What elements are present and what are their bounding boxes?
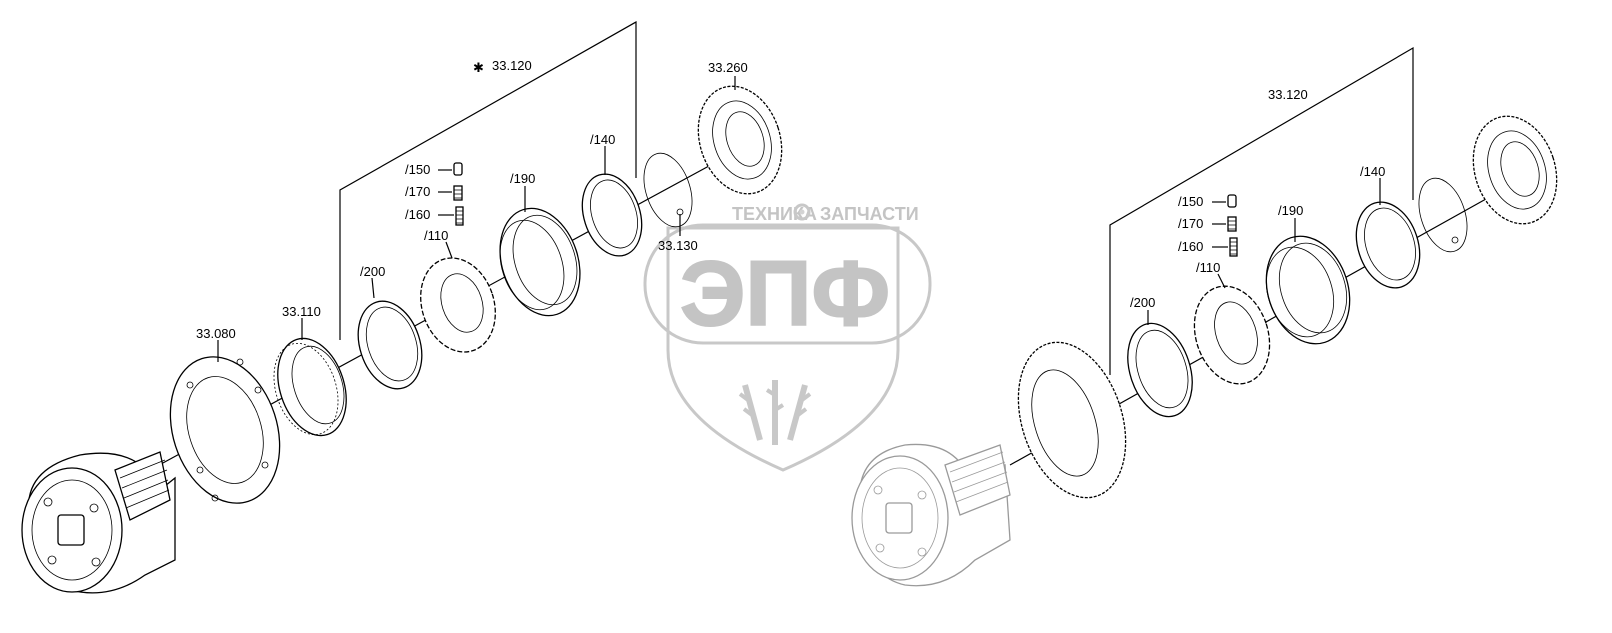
right-assembly: 33.120 /140 /190 /150 /170 /160 /110 /20…	[851, 46, 1558, 587]
right-hub-110	[1193, 285, 1271, 385]
left-ring-140	[581, 173, 643, 257]
left-label-33110: 33.110	[282, 304, 321, 319]
left-label-150: /150	[405, 162, 430, 177]
left-disc-33080	[169, 356, 281, 504]
right-snap-ring	[1418, 177, 1468, 253]
right-label-160: /160	[1178, 239, 1203, 254]
right-label-assembly: 33.120	[1268, 87, 1308, 102]
left-output-flange	[21, 451, 176, 594]
right-label-140: /140	[1360, 164, 1385, 179]
left-assembly: ✱ 33.120 33.260 /140 33.130 /190 /150 /1…	[21, 20, 783, 594]
left-star-marker: ✱	[473, 60, 484, 75]
left-label-160: /160	[405, 207, 430, 222]
right-assembly-bracket	[1109, 46, 1414, 375]
left-leader-lines	[217, 76, 736, 362]
left-label-140: /140	[590, 132, 615, 147]
left-label-110: /110	[424, 228, 448, 243]
left-label-assembly: 33.120	[492, 58, 532, 73]
right-leader-lines	[1147, 178, 1381, 325]
left-sleeve-190	[499, 207, 581, 317]
left-label-170: /170	[405, 184, 430, 199]
watermark-logo-text: ЭПФ	[680, 243, 890, 345]
watermark-text-right: ЗАПЧАСТИ	[820, 204, 919, 224]
left-gear-33260	[697, 85, 783, 195]
right-ring-140	[1355, 201, 1421, 289]
left-detent-parts	[453, 162, 464, 226]
left-cone-33110	[273, 337, 347, 437]
gear-icon	[793, 203, 811, 221]
left-label-200: /200	[360, 264, 385, 279]
left-ring-200	[357, 300, 423, 390]
left-label-33130: 33.130	[658, 238, 698, 253]
right-gear	[1472, 115, 1558, 225]
right-label-150: /150	[1178, 194, 1203, 209]
watermark-text-left: ТЕХНИКА	[732, 204, 817, 224]
right-disc	[1017, 341, 1127, 499]
right-detent-parts	[1227, 194, 1238, 257]
right-ring-200	[1127, 322, 1193, 418]
right-label-110: /110	[1196, 260, 1220, 275]
left-hub-110	[420, 257, 496, 353]
left-assembly-bracket	[339, 20, 637, 340]
left-label-33260: 33.260	[708, 60, 748, 75]
wheat-icon	[738, 380, 812, 445]
right-label-200: /200	[1130, 295, 1155, 310]
watermark-shield: ТЕХНИКА ЗАПЧАСТИ ЭПФ	[643, 203, 932, 472]
right-output-flange	[851, 443, 1011, 587]
left-label-33080: 33.080	[196, 326, 236, 341]
right-label-170: /170	[1178, 216, 1203, 231]
left-snap-ring-33130	[643, 152, 693, 228]
left-label-190: /190	[510, 171, 535, 186]
right-label-190: /190	[1278, 203, 1303, 218]
right-sleeve-190	[1265, 235, 1351, 345]
